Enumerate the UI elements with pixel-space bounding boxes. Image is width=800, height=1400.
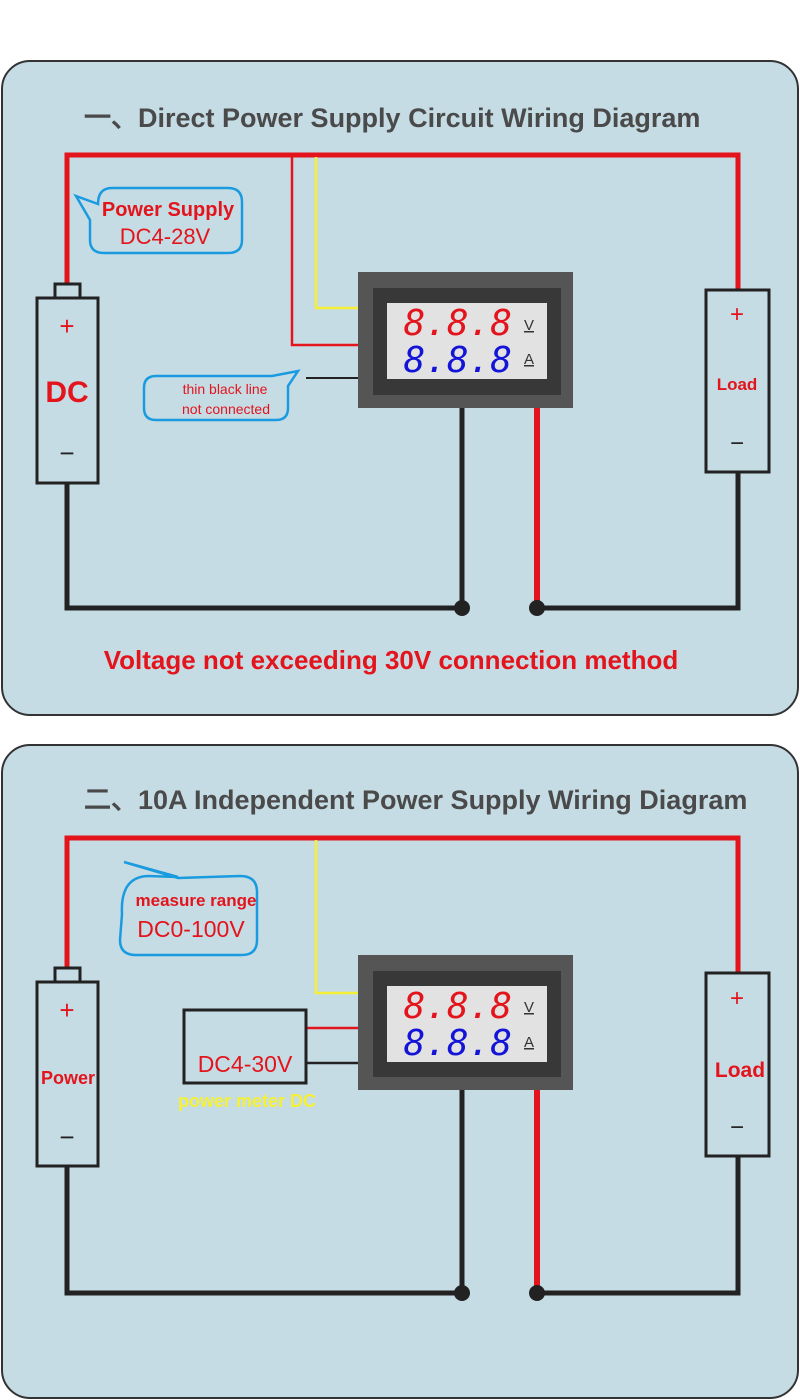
voltage-unit: V [524,999,534,1016]
junction-dot [454,1285,470,1301]
battery: + Power − [35,966,100,1168]
red-supply-wire [64,152,741,291]
battery-plus: + [59,995,74,1025]
battery-label: DC [45,376,88,409]
load-plus: + [730,985,744,1012]
black-ground-wire [64,1090,465,1296]
voltage-display: 8.8.8 [404,986,512,1027]
battery: + DC − [35,282,100,485]
panel-direct-power: 一、Direct Power Supply Circuit Wiring Dia… [1,60,799,716]
battery-minus: − [59,1122,74,1152]
load-plus: + [730,301,744,328]
current-display: 8.8.8 [404,1023,512,1064]
junction-dot [454,600,470,616]
wires [64,835,741,1296]
measure-range-callout: measure range DC0-100V [118,860,259,957]
junction-dot [529,1285,545,1301]
panel-title: 二、10A Independent Power Supply Wiring Di… [84,785,747,815]
red-supply-wire [64,835,741,974]
voltage-unit: V [524,317,534,334]
volt-amp-meter: 8.8.8 V 8.8.8 A [358,955,573,1090]
external-supply-box: DC4-30V power meter DC [178,1008,316,1111]
red-sense-wire [290,155,358,347]
panel-title: 一、Direct Power Supply Circuit Wiring Dia… [84,103,700,133]
wires [64,152,741,611]
load-label: Load [715,1059,765,1082]
black-ground-wire [64,408,465,611]
panel-independent-power: 二、10A Independent Power Supply Wiring Di… [1,744,799,1399]
current-unit: A [524,1034,534,1051]
load: + Load − [704,288,771,474]
volt-amp-meter: 8.8.8 V 8.8.8 A [358,272,573,408]
callout-line2: DC0-100V [137,916,245,942]
battery-plus: + [59,311,74,341]
current-unit: A [524,351,534,368]
supply-box-label: DC4-30V [198,1051,293,1077]
battery-label: Power [41,1068,95,1088]
supply-caption: power meter DC [178,1091,316,1111]
note-line1: thin black line [183,381,268,397]
load-minus: − [730,1114,744,1141]
callout-line1: measure range [136,891,257,910]
load-minus: − [730,430,744,457]
current-display: 8.8.8 [404,340,512,381]
power-supply-callout: Power Supply DC4-28V [73,186,244,255]
voltage-display: 8.8.8 [404,303,512,344]
junction-dot [529,600,545,616]
note-line2: not connected [182,401,270,417]
load-label: Load [717,375,758,394]
yellow-wire [314,840,358,995]
footer-note: Voltage not exceeding 30V connection met… [104,645,679,675]
thin-line-note: thin black line not connected [142,369,301,422]
yellow-wire [314,157,358,310]
callout-line1: Power Supply [102,199,235,221]
battery-minus: − [59,438,74,468]
callout-line2: DC4-28V [120,224,211,249]
load: + Load − [704,971,771,1158]
